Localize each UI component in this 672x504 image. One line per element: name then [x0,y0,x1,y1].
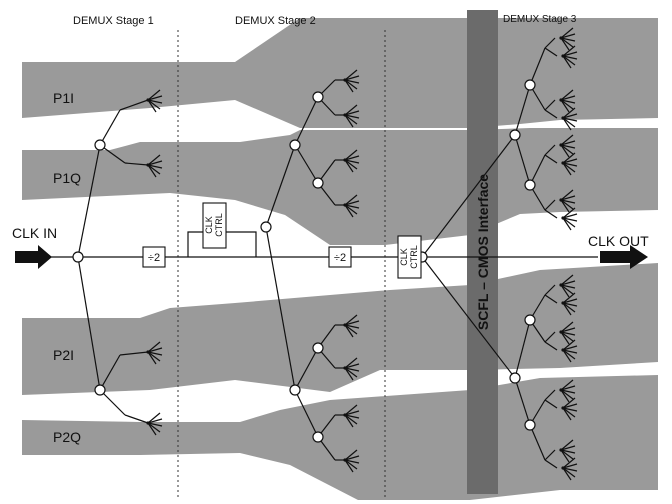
fanout-leaf [559,89,576,113]
channel-label-p2q: P2Q [53,429,81,445]
clock-wiring [50,47,598,461]
svg-text:CTRL: CTRL [409,245,419,269]
stage-dividers [177,30,386,498]
p1i-band [22,18,658,128]
fanout-leaf [343,149,360,173]
clock-node [94,384,106,396]
channel-label-p1q: P1Q [53,170,81,186]
interface-bar [467,10,498,494]
clock-node [509,372,521,384]
clock-node [312,91,324,103]
clk-ctrl-box-1: CLK CTRL [202,202,227,249]
clock-node [509,129,521,141]
p1q-band [22,128,658,245]
svg-text:CLK: CLK [204,216,214,234]
fanout-leaf [343,449,360,473]
svg-text:CLK: CLK [399,248,409,266]
fanout-leaf [343,69,360,93]
fanout-leaf [146,89,163,113]
stage-label-1: DEMUX Stage 1 [73,15,154,27]
clock-node [524,419,536,431]
svg-text:CTRL: CTRL [214,213,224,237]
clock-node [289,139,301,151]
stage-label-3: DEMUX Stage 3 [503,14,577,25]
fanout-leaves [119,27,578,481]
fanout-leaf [146,341,163,365]
clock-nodes [72,79,536,443]
clock-node [312,431,324,443]
clock-node [524,179,536,191]
fanout-leaf [559,134,576,158]
fanout-leaf [559,379,576,403]
divider-box-1: ÷2 [142,246,166,268]
fanout-leaf [343,314,360,338]
fanout-leaf [343,104,360,128]
fanout-leaf [561,457,578,481]
fanout-leaf [561,45,578,69]
clock-node [72,251,84,263]
fanout-leaf [561,152,578,176]
clk-in-label: CLK IN [12,225,57,241]
fanout-leaf [559,27,576,51]
clk-ctrl-box-2: CLK CTRL [397,235,422,279]
clock-node [289,384,301,396]
fanout-leaf [559,321,576,345]
fanout-leaf [146,154,163,178]
clock-node [524,314,536,326]
interface-label: SCFL – CMOS Interface [475,174,491,330]
divider-box-2: ÷2 [328,246,352,268]
fanout-leaf [559,439,576,463]
clk-in-arrow-icon [15,245,52,269]
svg-text:÷2: ÷2 [148,252,160,264]
fanout-leaf [561,107,578,131]
channel-bands [22,18,658,500]
p2q-band [22,375,658,500]
clock-node [94,139,106,151]
fanout-leaf [343,357,360,381]
stage-label-2: DEMUX Stage 2 [235,15,316,27]
clk-out-arrow-icon [600,245,648,269]
clock-node [312,342,324,354]
svg-text:÷2: ÷2 [334,252,346,264]
clk-out-label: CLK OUT [588,233,649,249]
fanout-leaf [561,339,578,363]
clock-node [524,79,536,91]
fanout-leaf [559,189,576,213]
fanout-leaf [561,207,578,231]
fanout-leaf [559,274,576,298]
p2i-band [22,263,658,395]
channel-label-p2i: P2I [53,347,74,363]
channel-label-p1i: P1I [53,90,74,106]
clock-node [260,221,272,233]
clock-node [312,177,324,189]
fanout-leaf [561,292,578,316]
fanout-leaf [561,397,578,421]
